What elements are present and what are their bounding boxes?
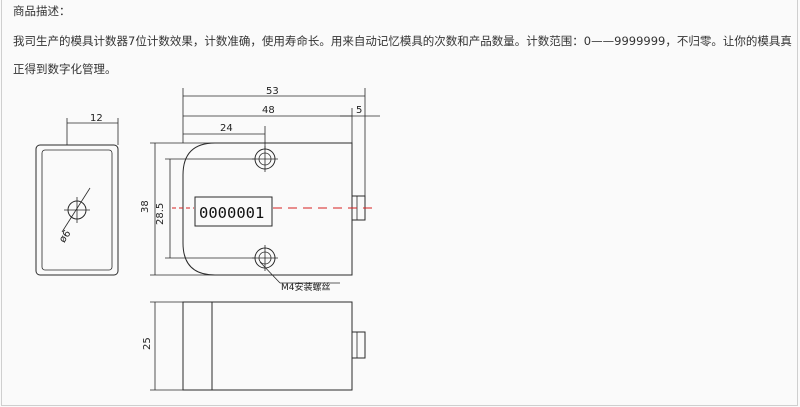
dim-total-length: 53 — [266, 86, 279, 97]
dim-hole-offset: 24 — [220, 123, 233, 134]
bottom-view: 25 — [142, 301, 366, 391]
side-view: ø6 12 — [35, 113, 119, 276]
dim-side-width: 12 — [90, 113, 103, 124]
front-view: 0000001 53 48 5 24 38 28.5 M4安装螺丝 — [140, 86, 380, 293]
dim-hole-spacing: 28.5 — [155, 203, 166, 225]
dim-plunger-length: 5 — [356, 105, 362, 116]
screw-callout-label: M4安装螺丝 — [281, 281, 331, 293]
section-heading: 商品描述： — [13, 4, 71, 18]
dim-bottom-height: 25 — [142, 337, 153, 350]
dim-height: 38 — [140, 200, 151, 213]
counter-display — [194, 196, 273, 227]
dim-hole-diameter: ø6 — [57, 228, 73, 245]
description-line-2: 正得到数字化管理。 — [13, 62, 117, 76]
dim-body-length: 48 — [262, 105, 275, 116]
counter-display-value: 0000001 — [199, 204, 264, 222]
description-line-1: 我司生产的模具计数器7位计数效果，计数准确，使用寿命长。用来自动记忆模具的次数和… — [13, 34, 792, 48]
